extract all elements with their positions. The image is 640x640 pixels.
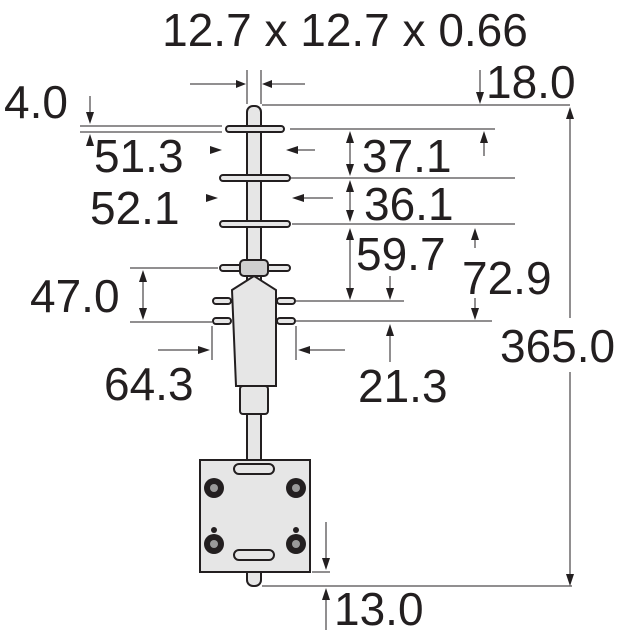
dim-64-3: 64.3 [104,358,194,410]
reflector-left [212,317,232,325]
element-1 [225,125,285,133]
dimension-lines [80,70,574,630]
dim-37-1: 37.1 [362,130,452,182]
feed-housing [230,274,277,387]
dim-4-0: 4.0 [4,76,68,128]
dim-59-7: 59.7 [356,228,446,280]
driven-element-left [212,297,232,305]
dim-13-0: 13.0 [334,583,424,635]
dim-51-3: 51.3 [94,130,184,182]
u-bolt-top [233,463,275,475]
antenna-body [199,105,311,587]
dim-52-1: 52.1 [90,182,180,234]
dim-36-1: 36.1 [364,178,454,230]
dim-21-3: 21.3 [358,360,448,412]
reflector-right [276,317,296,325]
element-4-clamp [239,259,269,277]
dim-365-0: 365.0 [500,320,615,372]
u-bolt-bottom [233,549,275,561]
element-2 [219,174,291,182]
dim-72-9: 72.9 [462,252,552,304]
dim-47-0: 47.0 [30,270,120,322]
driven-element-right [276,297,296,305]
boom-profile-title: 12.7 x 12.7 x 0.66 [162,4,528,56]
dim-18-0: 18.0 [486,56,576,108]
connector [239,385,269,415]
element-3 [219,220,291,228]
